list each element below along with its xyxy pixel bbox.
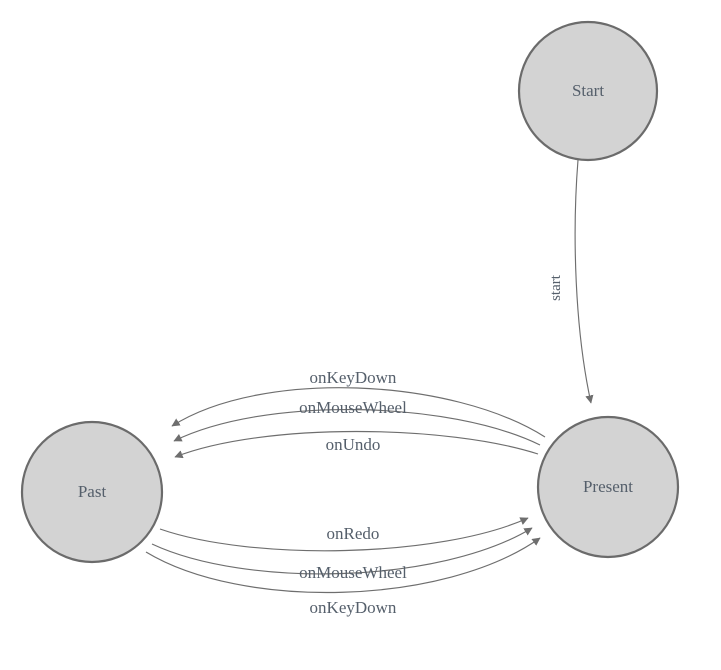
node-present-label: Present bbox=[583, 477, 633, 496]
edge-keydown-up-path bbox=[171, 387, 546, 438]
edge-keydown-up-label: onKeyDown bbox=[310, 368, 397, 387]
edge-wheel-up[interactable]: onMouseWheel bbox=[173, 398, 541, 446]
node-present[interactable]: Present bbox=[536, 415, 680, 559]
node-start[interactable]: Start bbox=[517, 20, 659, 162]
nodes-layer: Start Past Present bbox=[20, 20, 680, 564]
node-start-circle[interactable] bbox=[517, 20, 659, 162]
edge-start[interactable]: start bbox=[548, 159, 594, 404]
edge-keydown-dn[interactable]: onKeyDown bbox=[145, 537, 541, 617]
edge-undo[interactable]: onUndo bbox=[174, 430, 539, 459]
edge-wheel-dn[interactable]: onMouseWheel bbox=[151, 527, 533, 582]
edge-redo-path bbox=[159, 517, 529, 552]
edge-undo-path bbox=[174, 430, 539, 459]
edge-start-path bbox=[574, 159, 594, 404]
edge-keydown-dn-label: onKeyDown bbox=[310, 598, 397, 617]
edge-undo-label: onUndo bbox=[326, 435, 381, 454]
edge-start-label: start bbox=[548, 274, 564, 301]
edge-wheel-dn-label: onMouseWheel bbox=[299, 563, 407, 582]
edge-wheel-up-path bbox=[173, 409, 541, 446]
node-present-circle[interactable] bbox=[536, 415, 680, 559]
edge-wheel-dn-path bbox=[151, 527, 533, 575]
edges-layer: start onKeyDown onMouseWheel onUndo onRe… bbox=[145, 159, 594, 617]
edge-keydown-up[interactable]: onKeyDown bbox=[171, 368, 546, 438]
edge-keydown-dn-path bbox=[145, 537, 541, 594]
node-past-label: Past bbox=[78, 482, 107, 501]
edge-redo-label: onRedo bbox=[327, 524, 380, 543]
edge-wheel-up-label: onMouseWheel bbox=[299, 398, 407, 417]
node-past-circle[interactable] bbox=[20, 420, 164, 564]
node-start-label: Start bbox=[572, 81, 604, 100]
edge-redo[interactable]: onRedo bbox=[159, 517, 529, 552]
node-past[interactable]: Past bbox=[20, 420, 164, 564]
